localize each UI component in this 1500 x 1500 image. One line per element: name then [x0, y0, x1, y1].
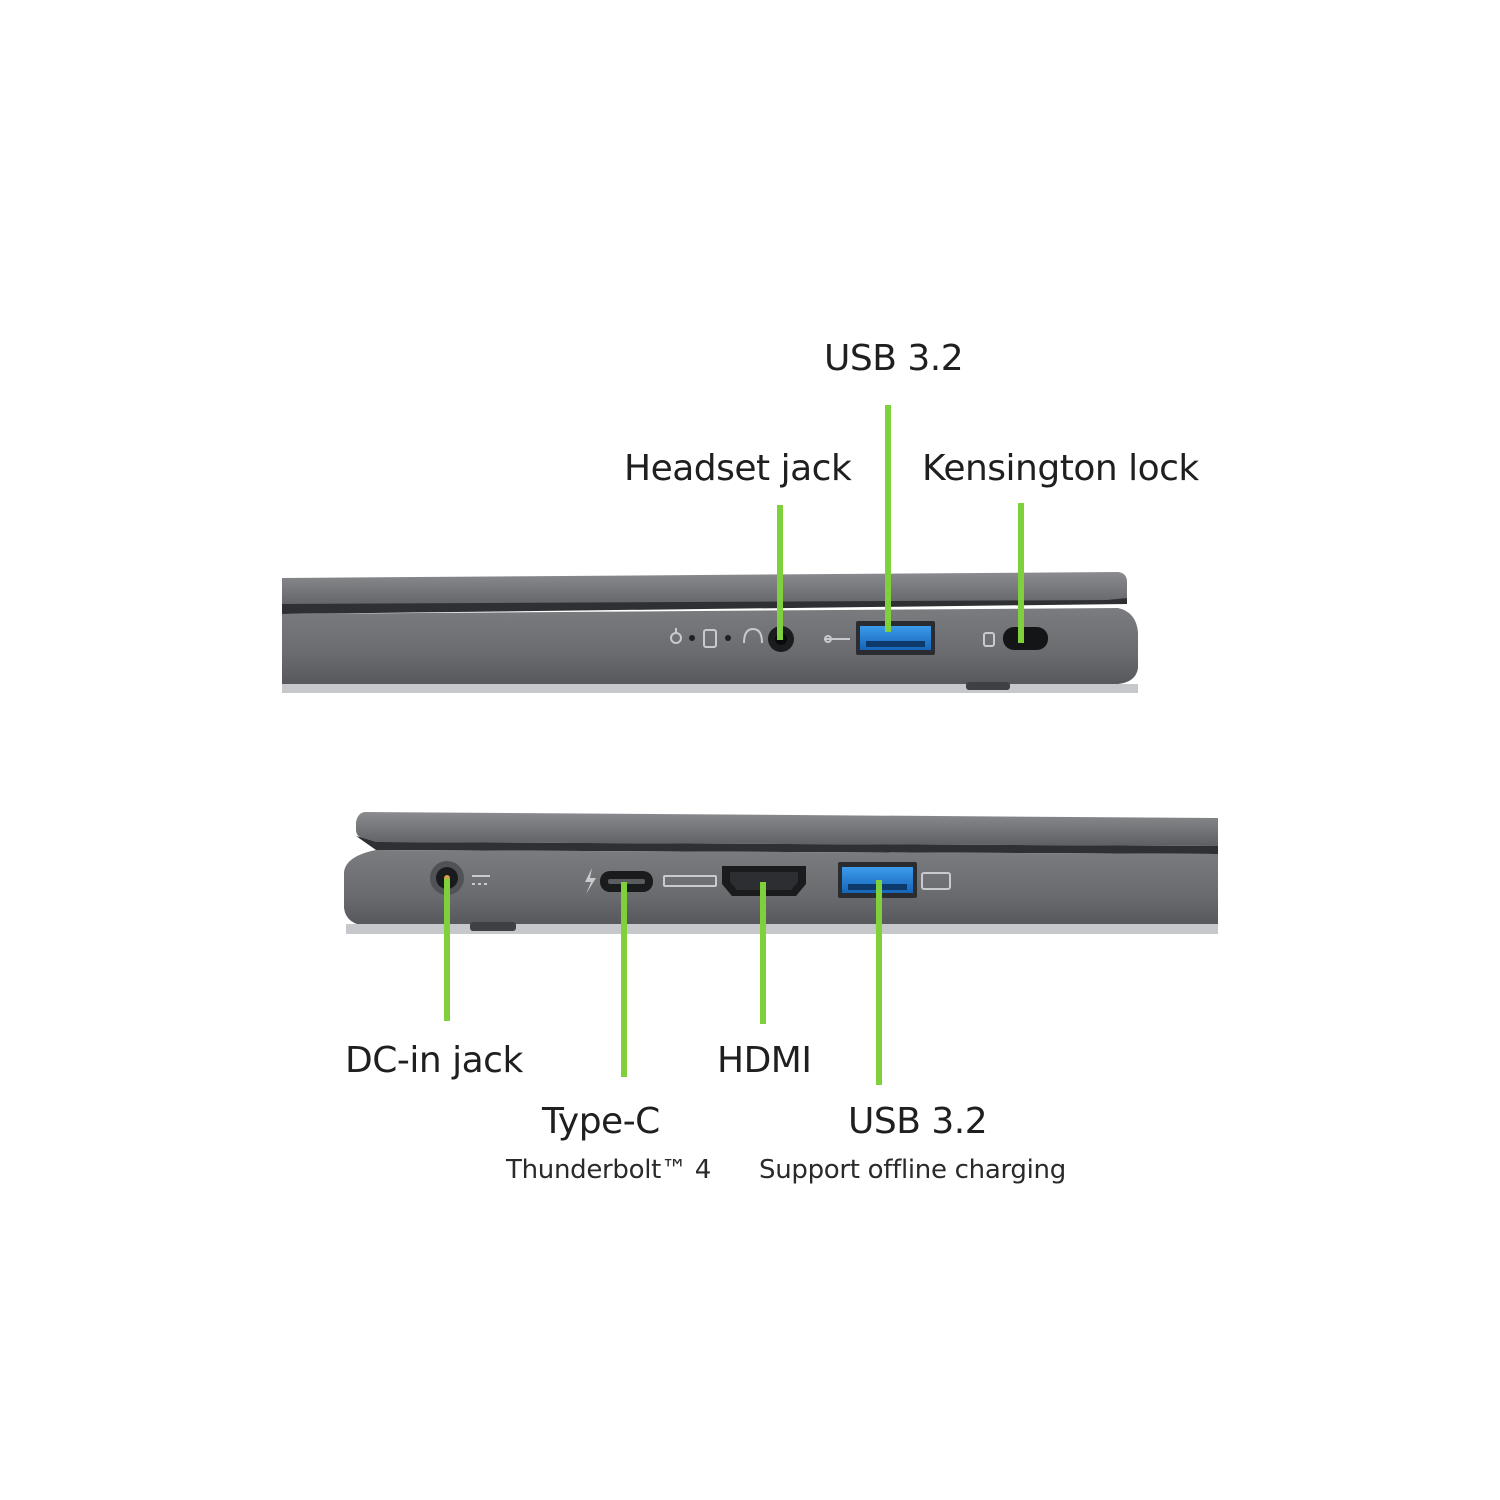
lid-left: [356, 812, 1218, 846]
leader-dc-in: [444, 879, 450, 1021]
lid-gap-right: [282, 598, 1127, 614]
label-type-c: Type-C: [542, 1101, 660, 1142]
usb-icon: [824, 635, 850, 643]
base-bottom-edge-left: [346, 924, 1218, 934]
usb-a-contacts-right: [866, 641, 925, 647]
leader-headset-jack: [777, 505, 783, 640]
kensington-lock-slot: [1003, 627, 1048, 650]
rubber-foot-right: [966, 682, 1010, 690]
leader-usb-right: [885, 405, 891, 632]
label-hdmi: HDMI: [717, 1040, 812, 1081]
sublabel-thunderbolt-4: Thunderbolt™ 4: [506, 1155, 711, 1185]
sublabel-offline-charging: Support offline charging: [759, 1155, 1066, 1185]
power-icon: [670, 628, 682, 644]
base-bottom-edge-right: [282, 684, 1138, 693]
lid-right: [282, 572, 1127, 610]
label-dc-in-jack: DC-in jack: [345, 1040, 523, 1081]
dc-icon: [472, 875, 490, 885]
thunderbolt-icon: [585, 868, 596, 894]
rubber-foot-left: [470, 922, 516, 931]
label-headset-jack: Headset jack: [624, 448, 852, 489]
status-led-2: [725, 635, 731, 641]
laptop-left-side: [344, 812, 1218, 934]
status-led-1: [689, 635, 695, 641]
leader-kensington-lock: [1018, 503, 1024, 643]
leader-usb-left: [876, 880, 882, 1085]
leader-hdmi: [760, 882, 766, 1024]
hdmi-port-inner: [730, 872, 798, 890]
label-kensington-lock: Kensington lock: [922, 448, 1199, 489]
type-c-tongue: [608, 879, 645, 884]
hdmi-icon: [663, 875, 717, 887]
usb-charge-icon: [921, 872, 951, 890]
lock-icon: [983, 632, 995, 647]
lid-gap-left: [356, 836, 1218, 854]
headset-icon: [743, 627, 763, 644]
battery-icon: [703, 629, 717, 648]
label-usb-3-2-left: USB 3.2: [848, 1101, 988, 1142]
laptop-right-side: [282, 572, 1138, 693]
label-usb-3-2-right: USB 3.2: [824, 338, 964, 379]
leader-type-c: [621, 882, 627, 1077]
